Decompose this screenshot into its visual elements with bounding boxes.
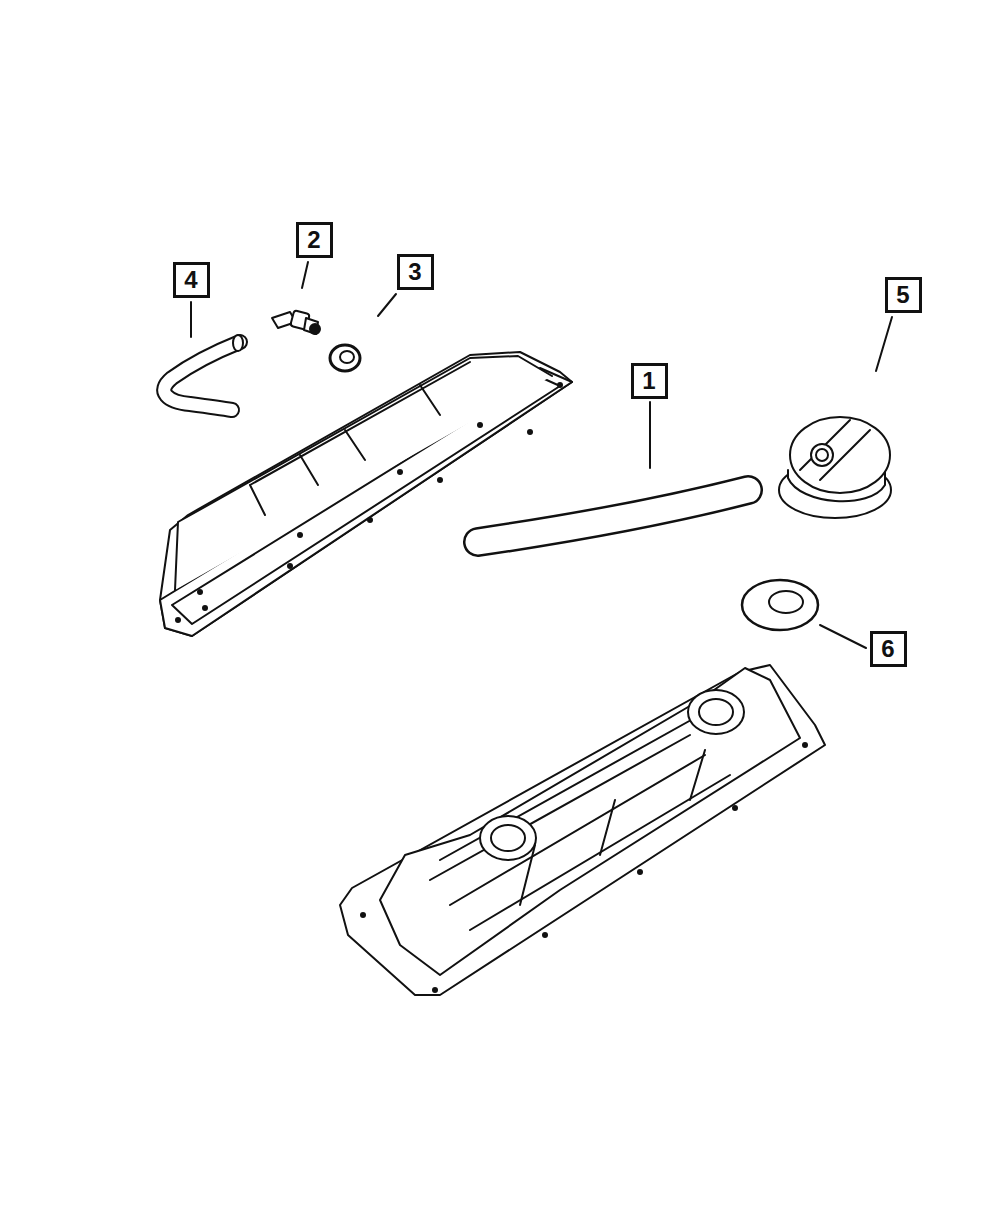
callout-number: 5 (896, 283, 909, 307)
pcv-valve (272, 310, 320, 334)
valve-cover-lower (340, 665, 825, 995)
callout-number: 2 (307, 228, 320, 252)
callout-box: 6 (870, 631, 907, 667)
grommet-large (742, 580, 818, 630)
callout-number: 3 (408, 260, 421, 284)
callout-box: 3 (397, 254, 434, 290)
callout-number: 6 (881, 637, 894, 661)
callout-box: 1 (631, 363, 668, 399)
breather-cap (779, 417, 891, 518)
breather-hose (478, 490, 748, 542)
callout-box: 5 (885, 277, 922, 313)
valve-cover-upper (160, 352, 572, 636)
grommet (330, 345, 360, 371)
callout-box: 2 (296, 222, 333, 258)
vent-hose (164, 335, 243, 410)
callout-box: 4 (173, 262, 210, 298)
callout-number: 1 (642, 369, 655, 393)
callout-number: 4 (184, 268, 197, 292)
